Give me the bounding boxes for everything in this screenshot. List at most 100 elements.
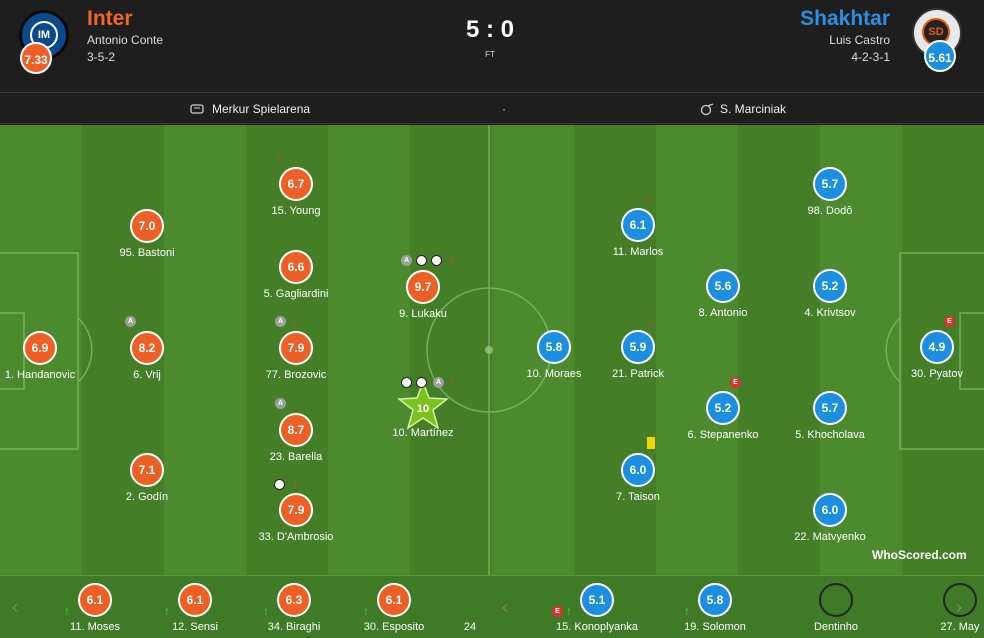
sub-on-arrow-icon: ↑	[566, 604, 572, 618]
goal-ball-icon	[416, 377, 427, 388]
away-formation: 4-2-3-1	[851, 50, 890, 64]
away-manager: Luis Castro	[829, 33, 890, 47]
sub-on-arrow-icon: ↑	[64, 604, 70, 618]
sub-off-icon: ↓	[647, 191, 653, 205]
player-rating: 5.9	[621, 330, 655, 364]
player-name: 22. Matvyenko	[794, 531, 866, 543]
bench-player-name: 19. Solomon	[684, 621, 746, 633]
player-name: 11. Marlos	[612, 246, 664, 258]
assist-icon: A	[125, 316, 136, 327]
sub-on-arrow-icon: ↑	[363, 604, 369, 618]
bench-player-rating: 6.1	[377, 583, 411, 617]
error-icon: E	[552, 606, 563, 617]
whoscored-logo: WhoScored.com	[872, 548, 967, 562]
bench-player-name: 34. Biraghi	[267, 621, 321, 633]
sub-on-arrow-icon: ↑	[684, 604, 690, 618]
player-name: 1. Handanovic	[4, 369, 76, 381]
assist-icon: A	[401, 255, 412, 266]
player-rating: 6.6	[279, 250, 313, 284]
player-rating: 7.0	[130, 209, 164, 243]
whistle-icon	[700, 103, 714, 116]
player-rating: 5.2	[706, 391, 740, 425]
player-name: 15. Young	[271, 205, 321, 217]
player-rating: 6.0	[813, 493, 847, 527]
venue-label: Merkur Spielarena	[212, 102, 311, 116]
player-rating: 9.7	[406, 270, 440, 304]
sub-on-arrow-icon: ↑	[164, 604, 170, 618]
bench-prev-arrow-icon[interactable]: ‹	[12, 597, 18, 617]
player-rating: 7.9	[279, 493, 313, 527]
info-separator: ·	[502, 102, 506, 116]
sub-off-icon: ↓	[277, 150, 283, 164]
goal-ball-icon	[401, 377, 412, 388]
assist-icon: A	[433, 377, 444, 388]
bench-player-unrated	[943, 583, 977, 617]
sub-off-icon: ↓	[449, 374, 455, 388]
bench-player-name: 30. Esposito	[363, 621, 425, 633]
player-name: 6. Vrij	[133, 369, 161, 381]
player-rating: 6.1	[621, 208, 655, 242]
player-name: 23. Barella	[269, 451, 323, 463]
yellow-card-icon	[647, 437, 655, 449]
home-manager: Antonio Conte	[87, 33, 164, 47]
player-name: 8. Antonio	[698, 307, 748, 319]
home-formation: 3-5-2	[87, 50, 116, 64]
bench-prev-arrow-icon[interactable]: ‹	[502, 597, 508, 617]
match-score: 5 : 0	[465, 16, 515, 43]
player-name: 4. Krivtsov	[804, 307, 856, 319]
player-rating: 5.6	[706, 269, 740, 303]
bench-player-unrated	[819, 583, 853, 617]
player-name: 5. Gagliardini	[263, 288, 329, 300]
goal-ball-icon	[431, 255, 442, 266]
assist-icon: A	[275, 316, 286, 327]
match-status: FT	[485, 50, 495, 59]
match-info-bar: Merkur Spielarena · S. Marciniak	[0, 92, 984, 124]
player-rating: 7.1	[130, 453, 164, 487]
referee-label: S. Marciniak	[720, 102, 787, 116]
player-name: 21. Patrick	[612, 368, 664, 380]
player-rating: 5.2	[813, 269, 847, 303]
match-header: IM 7.33 Inter Antonio Conte 3-5-2 5 : 0 …	[0, 0, 984, 92]
player-name: 6. Stepanenko	[687, 429, 759, 441]
player-rating: 5.7	[813, 391, 847, 425]
player-rating: 6.9	[23, 331, 57, 365]
player-name: 77. Brozovic	[265, 369, 327, 381]
sub-off-icon: ↓	[292, 477, 298, 491]
player-name: 7. Taison	[616, 491, 660, 503]
player-rating: 4.9	[920, 330, 954, 364]
goal-ball-icon	[274, 479, 285, 490]
player-rating: 5.7	[813, 167, 847, 201]
player-name: 30. Pyatov	[911, 368, 963, 380]
bench-player-rating: 6.1	[178, 583, 212, 617]
player-rating: 5.8	[537, 330, 571, 364]
bench-player-name: 15. Konoplyanka	[556, 621, 638, 633]
bench-player-rating: 6.3	[277, 583, 311, 617]
home-team-name[interactable]: Inter	[87, 7, 133, 30]
player-name: 10. Moraes	[526, 368, 582, 380]
player-rating: 8.7	[279, 413, 313, 447]
player-name: 95. Bastoni	[119, 247, 175, 259]
away-team-rating: 5.61	[924, 40, 956, 72]
sub-off-icon: ↓	[292, 314, 298, 328]
player-name: 98. Dodô	[807, 205, 853, 217]
sub-off-icon: ↓	[448, 253, 454, 267]
bench-player-rating: 6.1	[78, 583, 112, 617]
bench-player-name: 11. Moses	[70, 621, 120, 633]
bench-player-name: Dentinho	[813, 621, 859, 633]
bench-player-name: 12. Sensi	[172, 621, 218, 633]
player-name: 33. D'Ambrosio	[258, 531, 334, 543]
player-rating: 6.7	[279, 167, 313, 201]
away-team-name[interactable]: Shakhtar	[800, 7, 890, 30]
man-of-the-match-star-icon: 10	[397, 380, 449, 430]
player-name: 10. Martínez	[392, 427, 454, 439]
goal-ball-icon	[416, 255, 427, 266]
player-name: 5. Khocholava	[795, 429, 865, 441]
player-rating: 7.9	[279, 331, 313, 365]
bench-player-name: 24	[463, 621, 477, 633]
player-rating: 6.0	[621, 453, 655, 487]
stadium-icon	[190, 104, 204, 114]
player-rating: 8.2	[130, 331, 164, 365]
player-name: 2. Godín	[125, 491, 169, 503]
assist-icon: A	[275, 398, 286, 409]
bench-player-rating: 5.1	[580, 583, 614, 617]
